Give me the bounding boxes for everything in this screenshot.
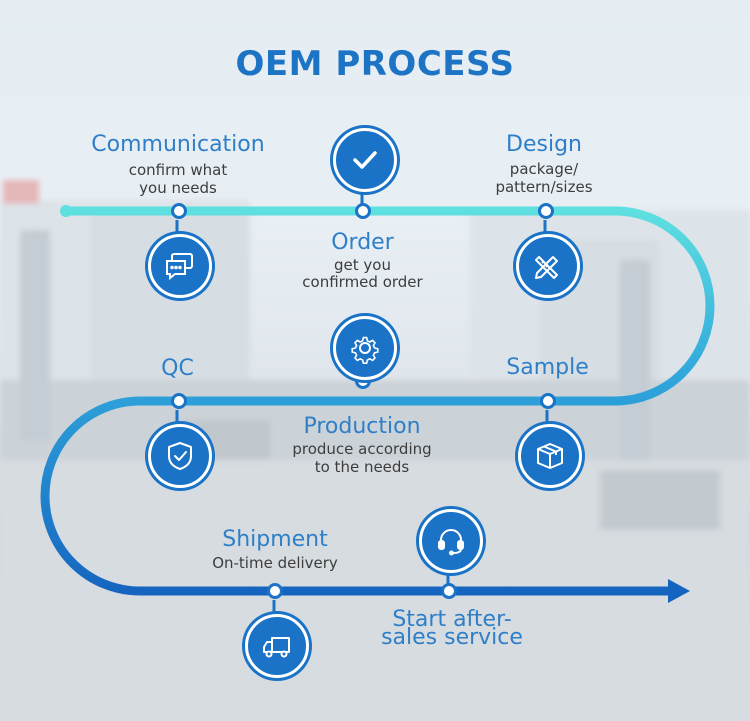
- step-dot-order: [355, 203, 371, 219]
- shipment-badge: [245, 614, 309, 678]
- after-sales-badge: [419, 509, 483, 573]
- sample-badge: [518, 424, 582, 488]
- step-dot-qc: [171, 393, 187, 409]
- truck-icon: [263, 637, 290, 658]
- order-desc-line1: get you: [334, 256, 391, 274]
- box-icon: [537, 443, 563, 469]
- shipment-desc: On-time delivery: [212, 554, 338, 572]
- after-sales-label-line1: Start after-: [392, 607, 512, 632]
- step-dot-after-sales: [441, 583, 457, 599]
- production-desc-line1: produce according: [292, 440, 432, 458]
- communication-badge: [148, 234, 212, 298]
- design-desc-line2: pattern/sizes: [495, 178, 593, 196]
- shipment-label: Shipment: [222, 527, 328, 552]
- production-label: Production: [303, 414, 421, 439]
- headset-icon: [438, 529, 464, 556]
- communication-label: Communication: [91, 132, 265, 157]
- design-label: Design: [506, 132, 582, 157]
- step-dot-design: [538, 203, 554, 219]
- order-desc-line2: confirmed order: [302, 273, 423, 291]
- check-icon: [353, 151, 377, 169]
- page-title: OEM PROCESS: [235, 44, 515, 84]
- design-badge: [516, 234, 580, 298]
- order-check-badge: [333, 128, 397, 192]
- communication-desc-line1: confirm what: [128, 161, 228, 179]
- communication-desc-line2: you needs: [139, 179, 217, 197]
- design-tools-icon: [535, 256, 558, 279]
- production-desc-line2: to the needs: [314, 458, 410, 476]
- shield-check-icon: [168, 442, 192, 470]
- sample-label: Sample: [506, 355, 589, 380]
- qc-label: QC: [161, 356, 194, 381]
- design-desc-line1: package/: [509, 160, 579, 178]
- after-sales-label-line2: sales service: [381, 625, 523, 650]
- step-dot-shipment: [267, 583, 283, 599]
- chat-icon: [166, 253, 193, 281]
- qc-badge: [148, 424, 212, 488]
- production-badge: [333, 316, 397, 380]
- step-dot-communication: [171, 203, 187, 219]
- step-dot-sample: [540, 393, 556, 409]
- order-label: Order: [331, 230, 394, 255]
- gear-icon: [351, 336, 379, 365]
